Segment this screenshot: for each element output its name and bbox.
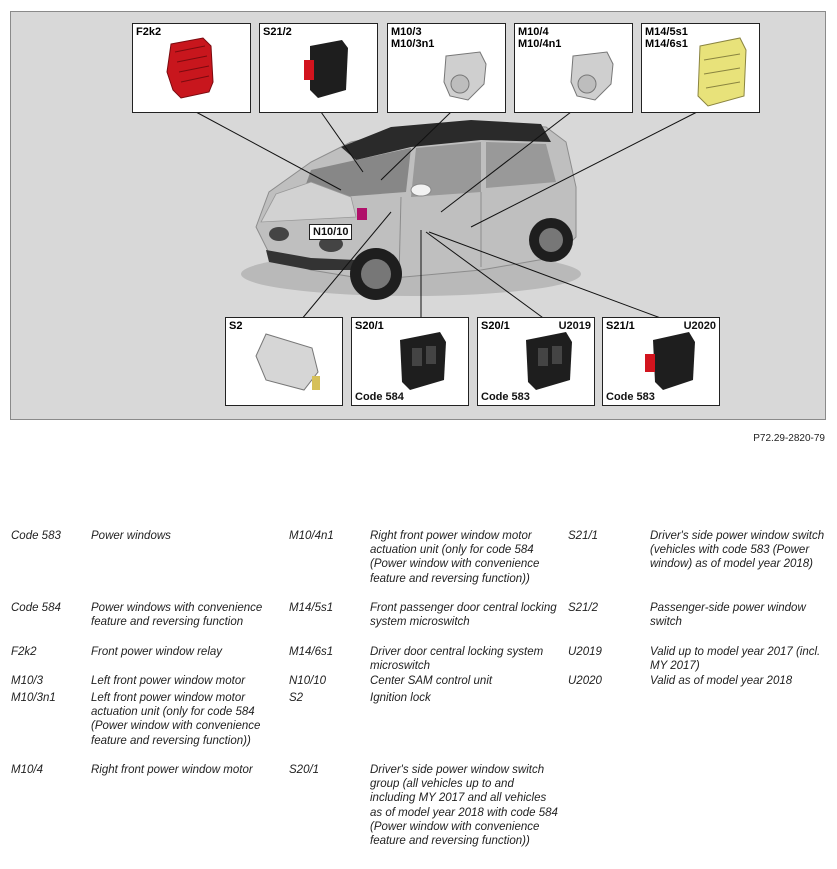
legend-code: S2	[289, 692, 304, 704]
callout-m10-3: M10/3 M10/3n1	[387, 23, 506, 113]
car-grille	[266, 250, 356, 270]
callout-s20-1-label: S20/1	[355, 320, 384, 332]
legend-desc: Passenger-side power window switch	[650, 602, 806, 629]
window-motor-icon	[570, 51, 614, 101]
door-lock-microswitch-icon	[697, 37, 747, 107]
legend-code: M10/4	[11, 764, 43, 776]
callout-code-584-label: Code 584	[355, 391, 404, 403]
window-switch-icon	[304, 40, 348, 98]
callout-m10-4: M10/4 M10/4n1	[514, 23, 633, 113]
legend-code: U2019	[568, 646, 602, 658]
legend-desc: Valid up to model year 2017 (incl. MY 20…	[650, 646, 821, 673]
figure-id: P72.29-2820-79	[753, 433, 825, 444]
car-hood	[260, 181, 357, 223]
callout-m14-label: M14/5s1 M14/6s1	[645, 26, 688, 50]
car-side-window	[411, 142, 481, 197]
headlight-right	[319, 236, 343, 252]
legend-desc: Driver's side power window switch (vehic…	[650, 530, 825, 571]
callout-s20-1-label: S20/1	[481, 320, 510, 332]
legend-code: S21/1	[568, 530, 599, 542]
callout-m10-3-label: M10/3 M10/3n1	[391, 26, 435, 50]
relay-icon	[166, 37, 214, 99]
legend-code: F2k2	[11, 646, 37, 658]
callout-f2k2-label: F2k2	[136, 26, 162, 38]
callout-f2k2: F2k2	[132, 23, 251, 113]
legend-desc: Right front power window motor actuation…	[370, 530, 540, 585]
legend-code: Code 584	[11, 602, 61, 614]
legend-code: M10/3n1	[11, 692, 56, 704]
callout-code-583-label: Code 583	[481, 391, 530, 403]
wheel-rear-rim	[539, 228, 563, 252]
legend-desc: Ignition lock	[370, 692, 431, 704]
window-switch-icon	[645, 332, 695, 390]
legend-code: M14/6s1	[289, 646, 334, 658]
legend-desc: Left front power window motor	[91, 675, 246, 687]
callout-m14: M14/5s1 M14/6s1	[641, 23, 760, 113]
wheel-front-rim	[361, 259, 391, 289]
legend-desc: Center SAM control unit	[370, 675, 493, 687]
legend-desc: Power windows with convenience feature a…	[91, 602, 263, 629]
legend-desc: Right front power window motor	[91, 764, 253, 776]
switch-group-icon	[526, 332, 572, 390]
callout-m10-4-label: M10/4 M10/4n1	[518, 26, 562, 50]
legend-code: M14/5s1	[289, 602, 334, 614]
callout-code-583-label: Code 583	[606, 391, 655, 403]
callout-s2-label: S2	[229, 320, 243, 332]
callout-s21-2: S21/2	[259, 23, 378, 113]
window-motor-icon	[443, 51, 487, 101]
ignition-lock-icon	[255, 333, 320, 391]
callout-s21-2-label: S21/2	[263, 26, 292, 38]
callout-s20-1-code-584: S20/1 Code 584	[351, 317, 469, 406]
callout-s20-1-code-583: S20/1 U2019 Code 583	[477, 317, 595, 406]
legend-desc: Driver door central locking system micro…	[370, 646, 544, 673]
callout-s21-1-code-583: S21/1 U2020 Code 583	[602, 317, 720, 406]
car-roof	[341, 120, 551, 160]
diagram-figure: F2k2 S21/2 M10/3 M10/3n1 M10/4 M10/4n1 M…	[10, 11, 826, 420]
callout-s2: S2	[225, 317, 343, 406]
callout-u2020-label: U2020	[683, 320, 716, 332]
legend-code: Code 583	[11, 530, 61, 542]
legend-code: M10/3	[11, 675, 43, 687]
legend-code: S21/2	[568, 602, 599, 614]
legend-desc: Driver's side power window switch group …	[370, 764, 558, 848]
legend-desc: Left front power window motor actuation …	[91, 692, 261, 747]
car-illustration	[195, 111, 698, 321]
legend-desc: Valid as of model year 2018	[650, 675, 793, 687]
headlight-left	[269, 227, 289, 241]
legend-desc: Front passenger door central locking sys…	[370, 602, 557, 629]
side-mirror	[410, 183, 432, 197]
car-rear-window	[486, 142, 556, 188]
callout-s21-1-label: S21/1	[606, 320, 635, 332]
callout-u2019-label: U2019	[558, 320, 591, 332]
legend-desc: Front power window relay	[91, 646, 223, 658]
legend-code: U2020	[568, 675, 602, 687]
switch-group-icon	[400, 332, 446, 390]
legend-code: N10/10	[289, 675, 327, 687]
sam-unit-marker	[357, 208, 367, 220]
leader-lines	[195, 111, 698, 321]
legend-code: S20/1	[289, 764, 320, 776]
legend-code: M10/4n1	[289, 530, 334, 542]
legend-desc: Power windows	[91, 530, 171, 542]
callout-n10-10-label: N10/10	[309, 224, 353, 240]
